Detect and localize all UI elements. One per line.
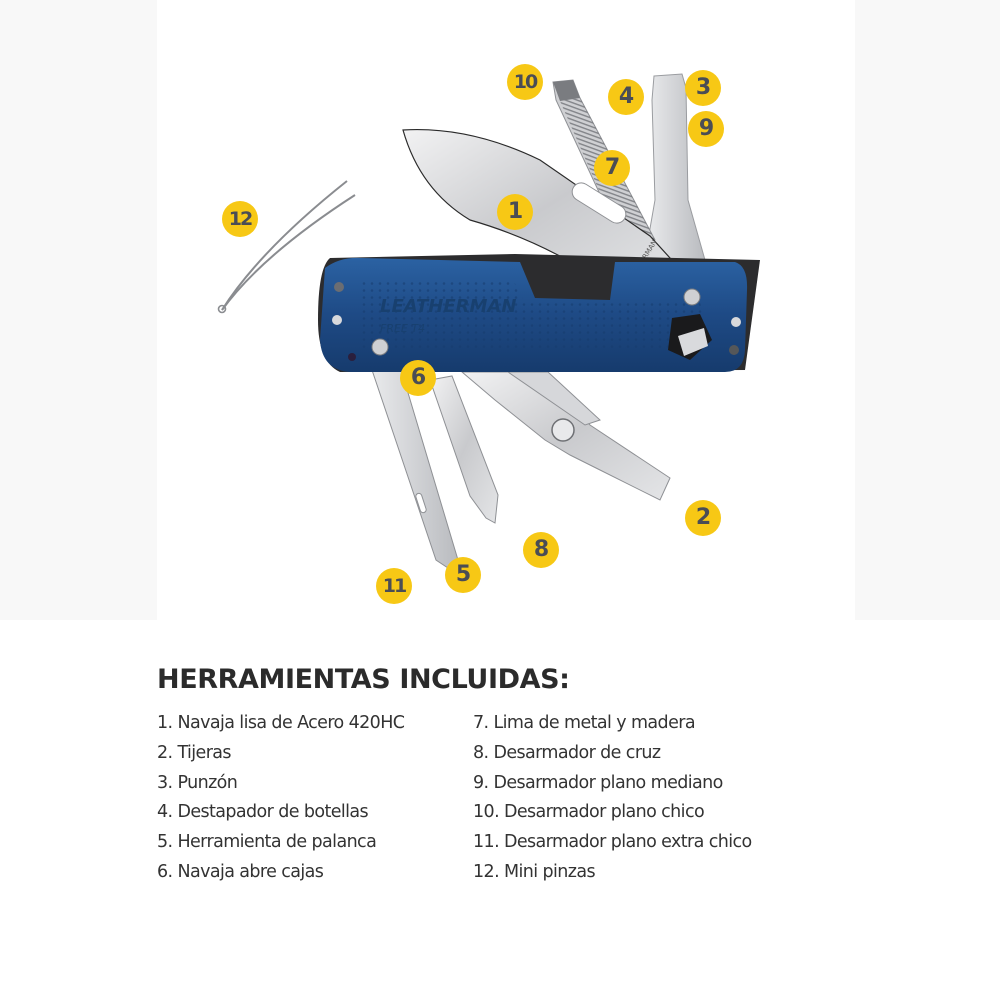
list-item: 2. Tijeras (157, 742, 232, 763)
section-heading: HERRAMIENTAS INCLUIDAS: (157, 664, 570, 695)
lower-tools (371, 365, 671, 569)
list-item: 4. Destapador de botellas (157, 802, 369, 823)
callout-badge-2: 2 (685, 500, 721, 536)
list-item: 5. Herramienta de palanca (157, 832, 377, 853)
callout-badge-5: 5 (445, 557, 481, 593)
list-item: 12. Mini pinzas (473, 861, 596, 882)
list-item: 9. Desarmador plano mediano (473, 772, 723, 793)
handle: LEATHERMAN FREE T4 (318, 254, 760, 372)
multitool-illustration: LEATHERMAN LEATHERMAN FREE T4 (217, 73, 760, 569)
callout-badge-10: 10 (507, 64, 543, 100)
callout-badge-9: 9 (688, 111, 724, 147)
handle-model-text: FREE T4 (380, 322, 425, 335)
tools-list-column-1: 1. Navaja lisa de Acero 420HC 2. Tijeras… (157, 709, 405, 888)
list-item: 8. Desarmador de cruz (473, 742, 661, 763)
list-item: 7. Lima de metal y madera (473, 713, 696, 733)
list-item: 3. Punzón (157, 772, 238, 793)
callout-badge-7: 7 (594, 150, 630, 186)
callout-badge-6: 6 (400, 360, 436, 396)
callout-badge-4: 4 (608, 79, 644, 115)
list-item: 6. Navaja abre cajas (157, 861, 324, 882)
callout-badge-1: 1 (497, 194, 533, 230)
callout-badge-12: 12 (222, 201, 258, 237)
mini-tweezers (217, 180, 356, 314)
list-item: 1. Navaja lisa de Acero 420HC (157, 713, 405, 733)
callout-badge-3: 3 (685, 70, 721, 106)
callout-badge-11: 11 (376, 568, 412, 604)
list-item: 11. Desarmador plano extra chico (473, 832, 752, 853)
handle-brand-text: LEATHERMAN (380, 296, 516, 317)
list-item: 10. Desarmador plano chico (473, 802, 705, 823)
callout-badge-8: 8 (523, 532, 559, 568)
tools-list-column-2: 7. Lima de metal y madera 8. Desarmador … (473, 709, 752, 888)
phillips-driver (429, 375, 499, 524)
